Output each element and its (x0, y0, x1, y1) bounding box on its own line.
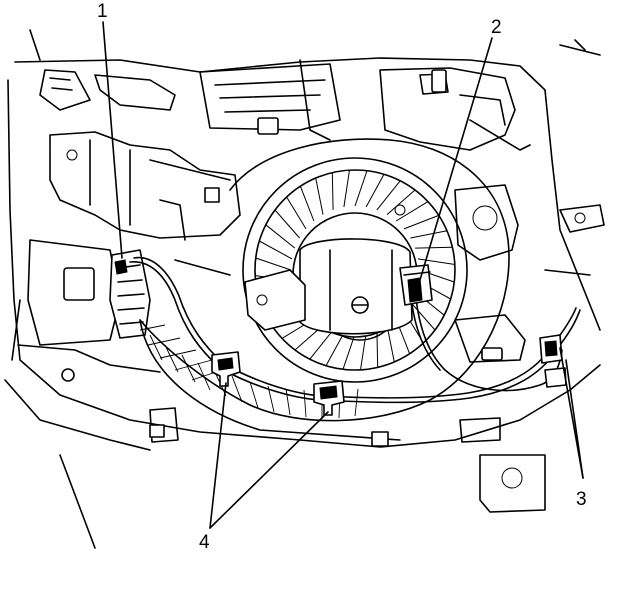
fan-blade (343, 170, 350, 208)
fan-blade (386, 189, 416, 215)
leader-line-4b (209, 411, 329, 529)
fan-blade (365, 174, 385, 208)
leader-line-1 (102, 21, 123, 259)
fan-blade (354, 170, 368, 207)
fan-blade (417, 258, 455, 265)
fan-blade (395, 201, 429, 222)
right-housing (149, 184, 605, 513)
dash-panel-outline (4, 29, 601, 549)
fan-blade (415, 246, 453, 249)
motor-connector (399, 264, 433, 306)
fan-blade (360, 332, 367, 370)
leader-line-3b (565, 359, 584, 479)
fan-blade (265, 224, 296, 249)
leader-lines (102, 21, 584, 529)
fan-blade (410, 230, 448, 239)
fan-blade (386, 325, 395, 363)
fan-blade (274, 209, 300, 239)
fan-blade (255, 257, 292, 271)
fan-blade (315, 177, 324, 215)
callout-2: 2 (491, 17, 502, 38)
fan-blade (410, 301, 436, 331)
leader-line-2 (419, 37, 493, 281)
leader-line-4a (209, 382, 227, 529)
upper-duct (39, 63, 531, 151)
harness-clip-left (211, 351, 241, 387)
left-bracket (11, 131, 241, 382)
callout-3: 3 (576, 489, 587, 510)
left-connector (109, 249, 151, 339)
fan-blade (286, 196, 307, 230)
fan-blade (259, 240, 293, 260)
fan-blade (376, 180, 401, 211)
fan-blade (325, 332, 345, 366)
blower-wheel (242, 157, 468, 383)
harness-clip-center (313, 380, 345, 416)
fan-blade (403, 214, 439, 230)
callout-4: 4 (199, 532, 210, 553)
fan-blade (331, 172, 334, 210)
callout-1: 1 (97, 1, 108, 22)
fan-blade (309, 329, 334, 360)
fan-blade (299, 186, 315, 222)
